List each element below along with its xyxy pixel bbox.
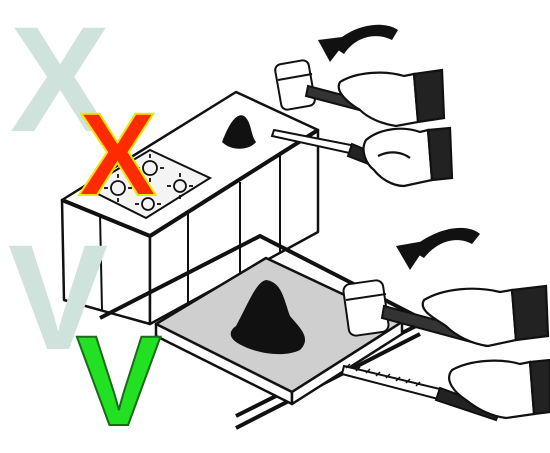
rotate-arrow-icon (396, 228, 480, 270)
wrong-mark: X (78, 96, 157, 214)
hand-icon (339, 70, 444, 126)
right-mark: V (76, 318, 161, 446)
hand-icon (364, 128, 452, 186)
rotate-arrow-icon (318, 25, 398, 62)
hand-icon (423, 286, 548, 346)
